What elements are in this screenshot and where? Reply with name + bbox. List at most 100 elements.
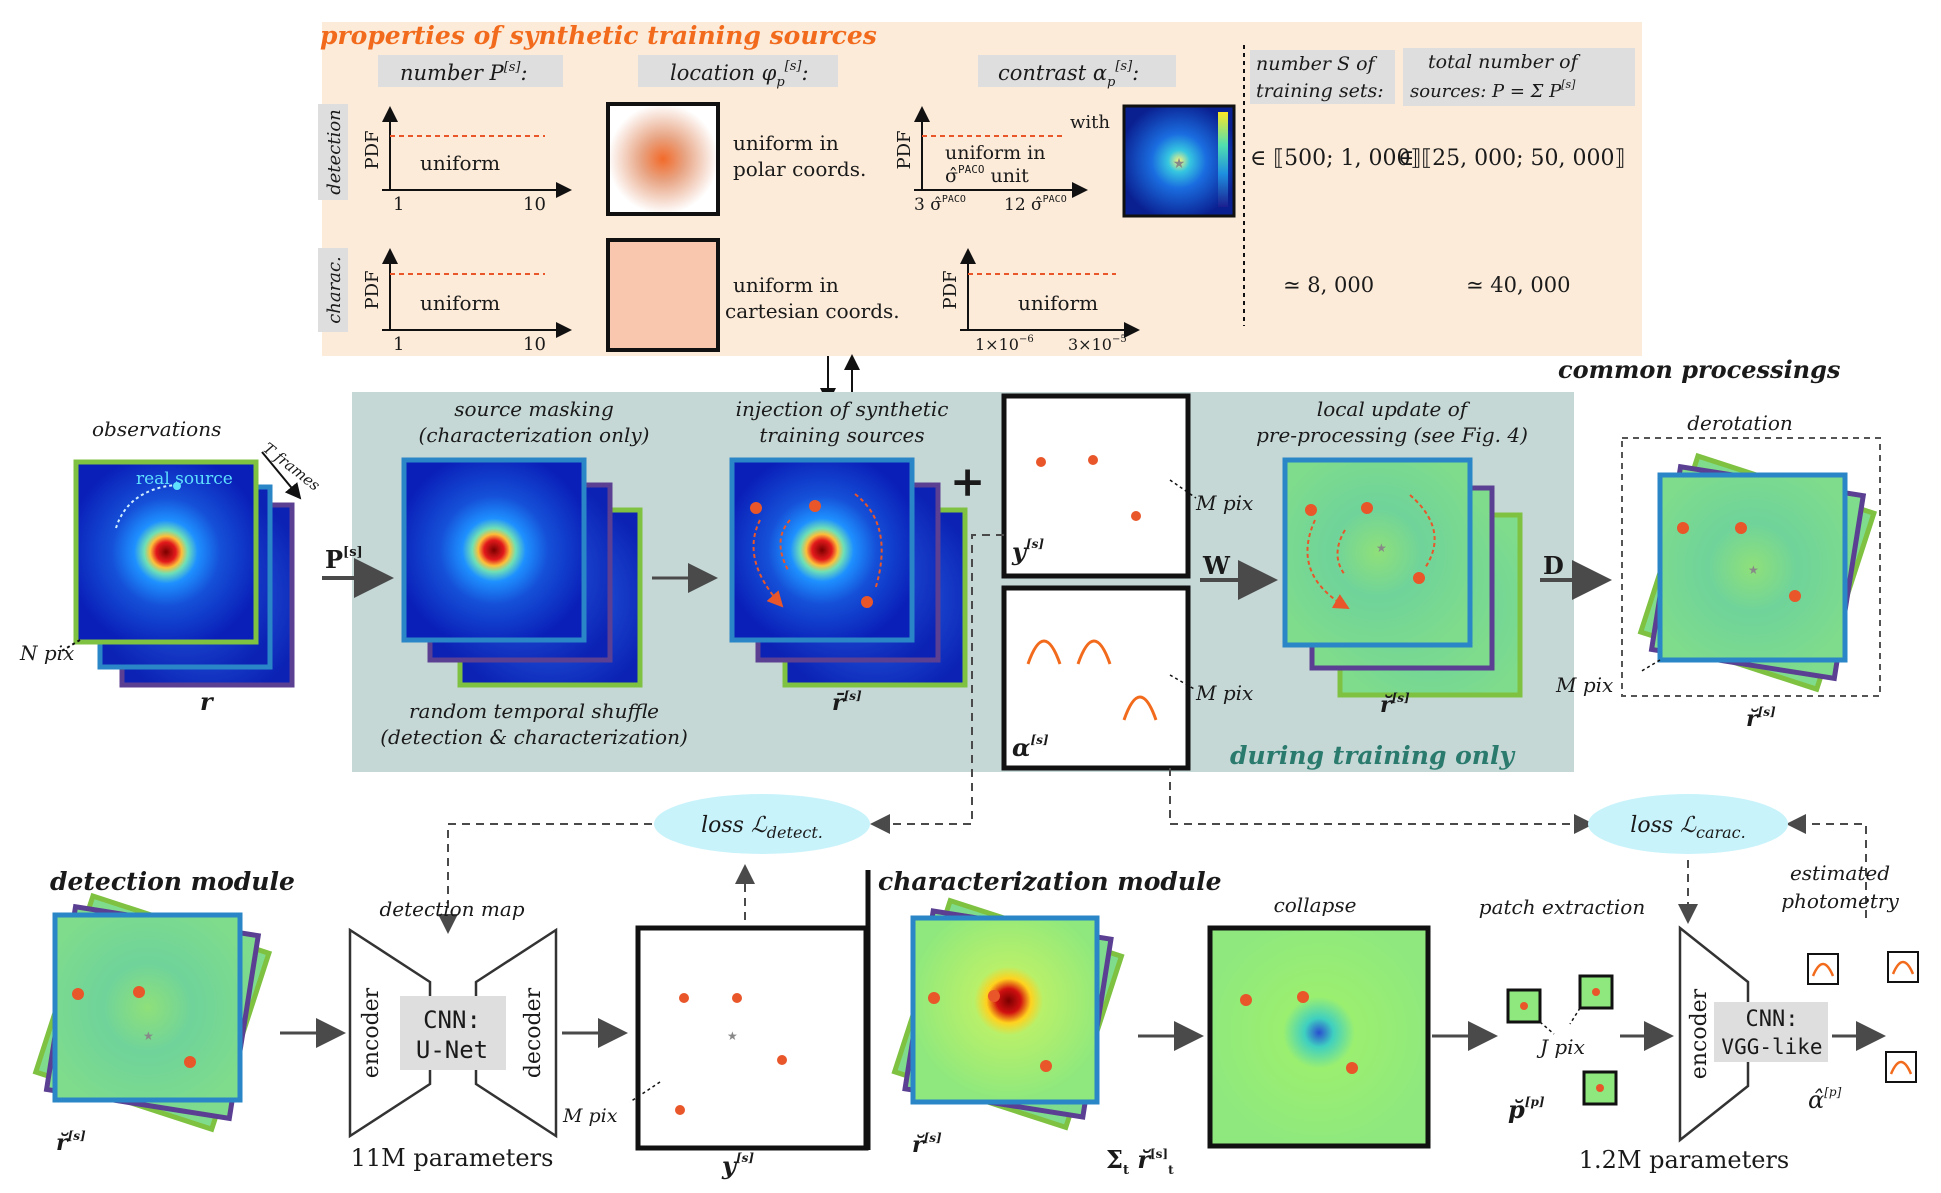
source-masking-2: (characterization only) — [419, 423, 650, 447]
masked-frame — [401, 457, 587, 643]
star-icon: ★ — [143, 1029, 154, 1043]
alpha-map-training: M pix α[s] — [1001, 585, 1253, 771]
star-icon: ★ — [727, 1029, 738, 1043]
paco-colorbar — [1218, 112, 1228, 207]
number-charac-plot: PDF uniform 1 10 — [362, 248, 572, 355]
derotated-frame — [1657, 472, 1848, 663]
total-detection: ∈ ⟦25, 000; 50, 000⟧ — [1398, 146, 1625, 171]
source-masking-1: source masking — [454, 397, 614, 421]
vgg-params: 1.2M parameters — [1579, 1146, 1789, 1174]
r-breve-label: r̆[s] — [1380, 691, 1410, 718]
pdf-label: PDF — [362, 130, 383, 169]
detect-loss-bubble — [654, 794, 870, 854]
encoder-label: encoder — [359, 987, 384, 1078]
local-update-1: local update of — [1317, 397, 1471, 421]
y-output-label: y[s] — [721, 1151, 754, 1180]
contrast-ch-tick-a: 1×10−6 — [975, 334, 1034, 354]
detect-loss-label: loss ℒdetect. — [701, 813, 823, 842]
uniform-label: uniform — [420, 151, 500, 175]
uniform-label: uniform — [1018, 291, 1098, 315]
r-breve-label: r̆[s] — [56, 1129, 86, 1156]
unet-block: detection map encoder decoder CNN: U-Net… — [348, 897, 558, 1172]
loc-charac-2: cartesian coords. — [725, 299, 900, 323]
collapse-block: collapse Σt r̆[s]t — [1106, 893, 1431, 1178]
header-contrast: contrast αp[s]: — [998, 59, 1139, 90]
y-map-output: ★ M pix y[s] — [562, 925, 869, 1180]
carac-loss-bubble — [1588, 794, 1788, 854]
row-detection-label: detection — [324, 109, 345, 195]
header-total-2: sources: P = Σ P[s] — [1410, 78, 1576, 102]
header-sets-2: training sets: — [1256, 80, 1384, 102]
header-location-box — [638, 55, 838, 87]
header-total-box — [1403, 48, 1635, 106]
n-pix-label: N pix — [19, 641, 74, 665]
r-bar-label: r̄[s] — [832, 689, 862, 716]
properties-title: properties of synthetic training sources — [320, 21, 877, 50]
row-detection-box — [318, 104, 348, 200]
header-sets-box — [1250, 50, 1395, 104]
contrast-ch-tick-b: 3×10−5 — [1068, 334, 1127, 354]
loc-charac-1: uniform in — [733, 273, 839, 297]
header-contrast-box — [978, 55, 1176, 87]
injection-1: injection of synthetic — [736, 397, 949, 421]
vgg-cnn-2: VGG-like — [1721, 1035, 1822, 1059]
star-icon: ★ — [1748, 563, 1759, 577]
uniform-label: uniform — [420, 291, 500, 315]
loc-detection-2: polar coords. — [733, 157, 866, 181]
tick-10: 10 — [523, 194, 546, 215]
paco-map-thumbnail — [1122, 104, 1236, 218]
contrast-tick-a: 3 σ̂PACO — [914, 194, 966, 215]
derotated-stack: ★ M pix r̆[s] — [1555, 452, 1878, 732]
polar-uniform-square — [606, 102, 720, 216]
with-label: with — [1070, 112, 1110, 133]
header-total-1: total number of — [1428, 51, 1581, 73]
contrast-detection-plot: PDF uniform in σ̂PACO unit 3 σ̂PACO 12 σ… — [894, 104, 1236, 218]
unet-cnn-1: CNN: — [423, 1006, 481, 1034]
vgg-block: encoder CNN: VGG-like 1.2M parameters — [1579, 925, 1828, 1174]
patch-extraction-label: patch extraction — [1479, 895, 1645, 919]
source-masking-stack: source masking (characterization only) r… — [380, 397, 688, 749]
contrast-det-2: σ̂PACO unit — [945, 163, 1029, 187]
detection-input-frame — [52, 912, 243, 1103]
loc-detection-1: uniform in — [733, 131, 839, 155]
p-operator: P[s] — [325, 545, 363, 574]
loss-connectors — [438, 534, 1867, 934]
r-label: r — [200, 687, 215, 716]
contrast-charac-plot: PDF uniform 1×10−6 3×10−5 — [940, 248, 1140, 354]
d-operator: D — [1543, 551, 1564, 580]
alpha-label: α[s] — [1012, 733, 1049, 762]
detection-module-title: detection module — [50, 867, 295, 896]
characterization-module-title: characterization module — [878, 867, 1222, 896]
charac-input-stack: r̆[s] — [891, 897, 1125, 1158]
unet-cnn-2: U-Net — [416, 1036, 488, 1064]
m-pix-label: M pix — [1555, 673, 1613, 697]
collapse-label: collapse — [1274, 893, 1357, 917]
derotation-box — [1621, 437, 1881, 697]
injection-stack: injection of synthetic training sources … — [729, 397, 968, 716]
j-pix-label: J pix — [1536, 1035, 1585, 1059]
observation-frame — [73, 459, 259, 645]
plus-sign: + — [950, 457, 985, 506]
pdf-label: PDF — [362, 270, 383, 309]
detection-input-stack: ★ r̆[s] — [32, 892, 273, 1156]
r-breve-label: r̆[s] — [912, 1131, 942, 1158]
tick-1: 1 — [393, 334, 404, 355]
observations-label: observations — [92, 417, 221, 441]
collapse-sum: Σt r̆[s]t — [1106, 1145, 1174, 1178]
properties-panel: properties of synthetic training sources… — [318, 21, 1642, 356]
detection-map-label: detection map — [379, 897, 524, 921]
star-icon: ★ — [1376, 541, 1387, 555]
patch-extraction-block: patch extraction J pix p̆[p] — [1479, 895, 1645, 1124]
pdf-label: PDF — [940, 270, 961, 309]
sets-charac: ≃ 8, 000 — [1283, 273, 1374, 297]
tick-10: 10 — [523, 334, 546, 355]
estimated-2: photometry — [1781, 889, 1899, 913]
derotation-label: derotation — [1687, 411, 1793, 435]
cartesian-uniform-square — [606, 238, 720, 352]
header-location: location φp[s]: — [670, 59, 809, 90]
m-pix-label: M pix — [1195, 491, 1253, 515]
m-pix-label: M pix — [562, 1105, 618, 1127]
observations-stack: observations real source T frames N pix … — [19, 417, 324, 716]
header-number: number P[s]: — [400, 60, 528, 85]
total-charac: ≃ 40, 000 — [1466, 273, 1570, 297]
